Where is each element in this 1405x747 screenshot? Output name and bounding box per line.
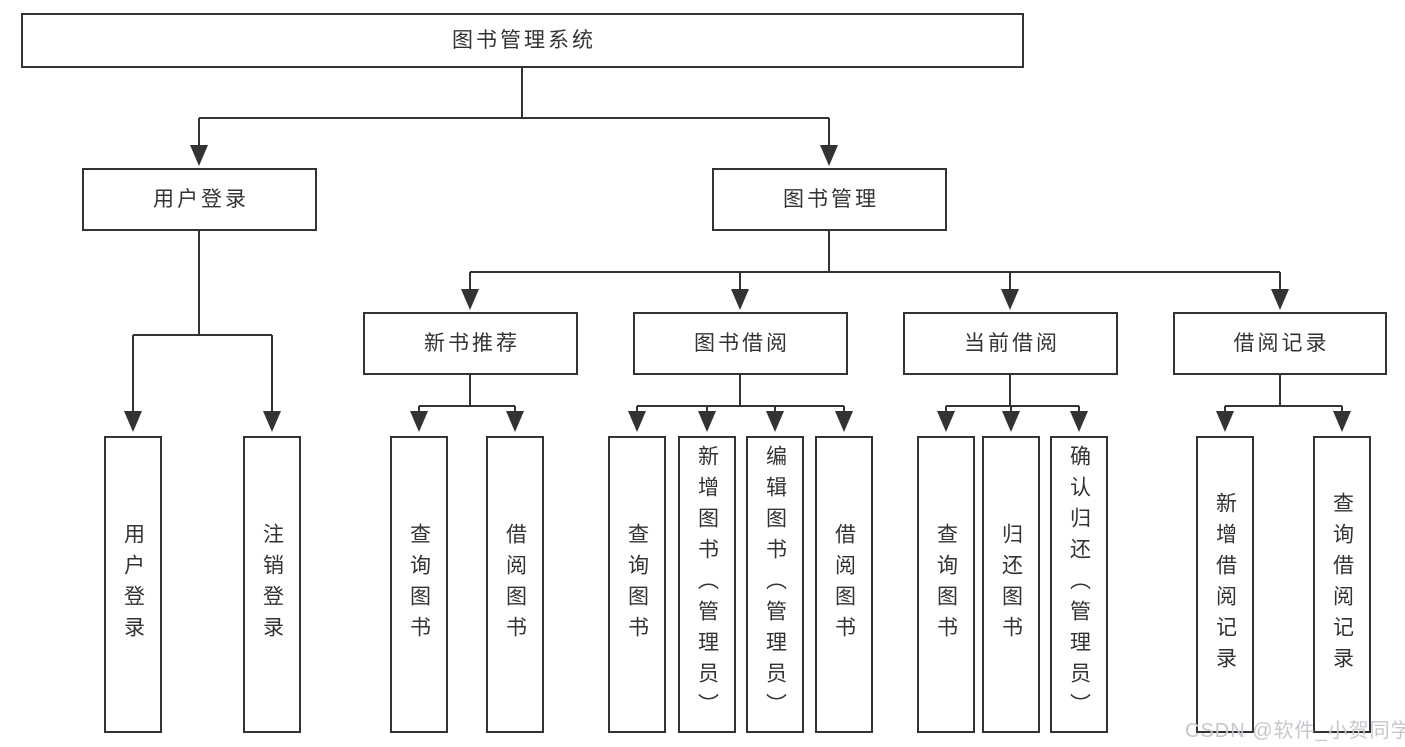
leaf-query-books-borrowing: 查询图书 (608, 436, 666, 733)
node-new-book-recommend: 新书推荐 (363, 312, 578, 375)
node-borrowing-records: 借阅记录 (1173, 312, 1387, 375)
connector-bookborrow-to-leaves (636, 375, 845, 413)
leaf-borrow-books-recommend-label: 借阅图书 (503, 522, 527, 647)
leaf-logout-login: 注销登录 (243, 436, 301, 733)
leaf-user-login: 用户登录 (104, 436, 162, 733)
leaf-return-books-label: 归还图书 (999, 522, 1023, 647)
node-user-login: 用户登录 (82, 168, 317, 231)
connector-root-to-level2 (198, 68, 830, 146)
node-library-system: 图书管理系统 (21, 13, 1024, 68)
connector-records-to-leaves (1224, 375, 1343, 413)
leaf-add-books-admin: 新增图书（管理员） (678, 436, 736, 733)
node-new-book-recommend-label: 新书推荐 (424, 332, 520, 355)
connector-bookmgmt-to-level3 (469, 231, 1281, 290)
connector-userlogin-to-leaves (132, 231, 273, 412)
leaf-confirm-return-admin-label: 确认归还（管理员） (1067, 445, 1091, 724)
node-user-login-label: 用户登录 (153, 188, 249, 211)
node-library-system-label: 图书管理系统 (452, 29, 596, 52)
node-book-borrowing-label: 图书借阅 (694, 332, 790, 355)
leaf-confirm-return-admin: 确认归还（管理员） (1050, 436, 1108, 733)
connector-currentborrow-to-leaves (945, 375, 1080, 413)
leaf-query-books-borrowing-label: 查询图书 (625, 522, 649, 647)
leaf-query-books-current-label: 查询图书 (934, 522, 958, 647)
leaf-add-borrow-record: 新增借阅记录 (1196, 436, 1254, 733)
leaf-borrow-books-borrowing: 借阅图书 (815, 436, 873, 733)
node-book-management-label: 图书管理 (783, 188, 879, 211)
connector-newbook-to-leaves (418, 375, 516, 413)
leaf-query-borrow-record: 查询借阅记录 (1313, 436, 1371, 733)
leaf-user-login-label: 用户登录 (121, 522, 145, 647)
leaf-query-books-recommend-label: 查询图书 (407, 522, 431, 647)
node-current-borrowing-label: 当前借阅 (964, 332, 1060, 355)
node-book-management: 图书管理 (712, 168, 947, 231)
node-borrowing-records-label: 借阅记录 (1233, 332, 1330, 355)
leaf-query-books-recommend: 查询图书 (390, 436, 448, 733)
leaf-logout-login-label: 注销登录 (260, 522, 284, 647)
leaf-edit-books-admin-label: 编辑图书（管理员） (763, 445, 787, 724)
node-book-borrowing: 图书借阅 (633, 312, 848, 375)
leaf-add-books-admin-label: 新增图书（管理员） (695, 445, 719, 724)
leaf-query-borrow-record-label: 查询借阅记录 (1330, 491, 1354, 678)
leaf-add-borrow-record-label: 新增借阅记录 (1213, 491, 1237, 678)
leaf-return-books: 归还图书 (982, 436, 1040, 733)
leaf-borrow-books-borrowing-label: 借阅图书 (832, 522, 856, 647)
node-current-borrowing: 当前借阅 (903, 312, 1118, 375)
leaf-borrow-books-recommend: 借阅图书 (486, 436, 544, 733)
leaf-edit-books-admin: 编辑图书（管理员） (746, 436, 804, 733)
leaf-query-books-current: 查询图书 (917, 436, 975, 733)
csdn-watermark: CSDN @软件_小贺同学 (1185, 720, 1405, 742)
